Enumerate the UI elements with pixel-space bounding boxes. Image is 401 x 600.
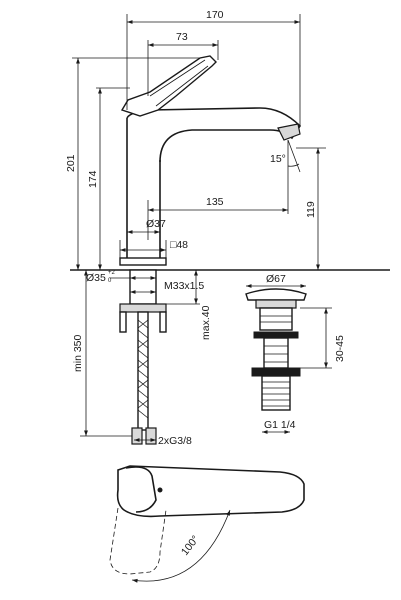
waste-seal	[253, 331, 299, 339]
waste-nut	[251, 367, 301, 377]
faucet-side-view	[70, 55, 390, 445]
hose-fitting-left	[131, 427, 143, 445]
aerator	[277, 123, 301, 141]
label-waste-thread: G1 1/4	[264, 419, 296, 431]
waste-flange	[255, 299, 297, 309]
label-total-height: 201	[65, 154, 77, 172]
label-base-square: □48	[170, 239, 188, 251]
label-overall-length: 170	[206, 9, 224, 21]
label-hose-length: min 350	[72, 334, 84, 372]
lever-handle	[120, 55, 217, 117]
label-waste-range: 30-45	[334, 335, 346, 362]
label-deck-thickness: max.40	[200, 305, 212, 340]
mounting-bracket-left	[119, 311, 127, 333]
rotation-arc	[131, 509, 231, 583]
threaded-shank	[129, 269, 157, 305]
label-handle-offset: 73	[176, 31, 188, 43]
waste-thread-lines	[262, 381, 290, 407]
label-hose-connection: 2xG3/8	[158, 435, 192, 447]
top-view-lever	[125, 466, 157, 513]
label-body-height: 174	[87, 170, 99, 188]
label-hole-tolerance-minus: 0	[108, 278, 112, 284]
waste-cap	[245, 288, 307, 301]
flex-hose	[137, 311, 149, 431]
label-handle-rotation: 100°	[179, 533, 202, 558]
waste-body-upper	[259, 307, 293, 331]
waste-body-mid	[263, 337, 289, 369]
label-thread: M33x1.5	[164, 280, 204, 292]
label-body-diameter: Ø37	[146, 218, 166, 230]
hose-fitting-right	[145, 427, 157, 445]
faucet-body-outline	[126, 118, 161, 258]
faucet-base	[119, 257, 167, 266]
hose-braid	[137, 319, 149, 419]
dim-swivel-angle-arc	[287, 163, 300, 167]
label-swivel-angle: 15°	[270, 153, 286, 165]
mounting-nut	[119, 303, 167, 313]
label-hole-diameter: Ø35	[86, 272, 106, 284]
mounting-bracket-right	[159, 311, 167, 333]
label-spout-height: 119	[305, 201, 317, 218]
lever-handle-detail	[149, 59, 209, 107]
dimension-labels: 170 73 201 174 15° 135 119 Ø37 □48 Ø35 +…	[65, 9, 346, 558]
lever-rotated-position	[109, 507, 167, 575]
waste-thread-body	[261, 375, 291, 411]
top-view-outline	[116, 465, 305, 518]
dimension-lines	[72, 14, 326, 442]
label-spout-reach: 135	[206, 196, 224, 208]
faucet-top-view	[109, 465, 305, 583]
top-view-marker	[157, 487, 163, 493]
label-waste-diameter: Ø67	[266, 273, 286, 285]
label-hole-tolerance-plus: +2	[108, 270, 116, 276]
waste-valve	[245, 284, 332, 434]
